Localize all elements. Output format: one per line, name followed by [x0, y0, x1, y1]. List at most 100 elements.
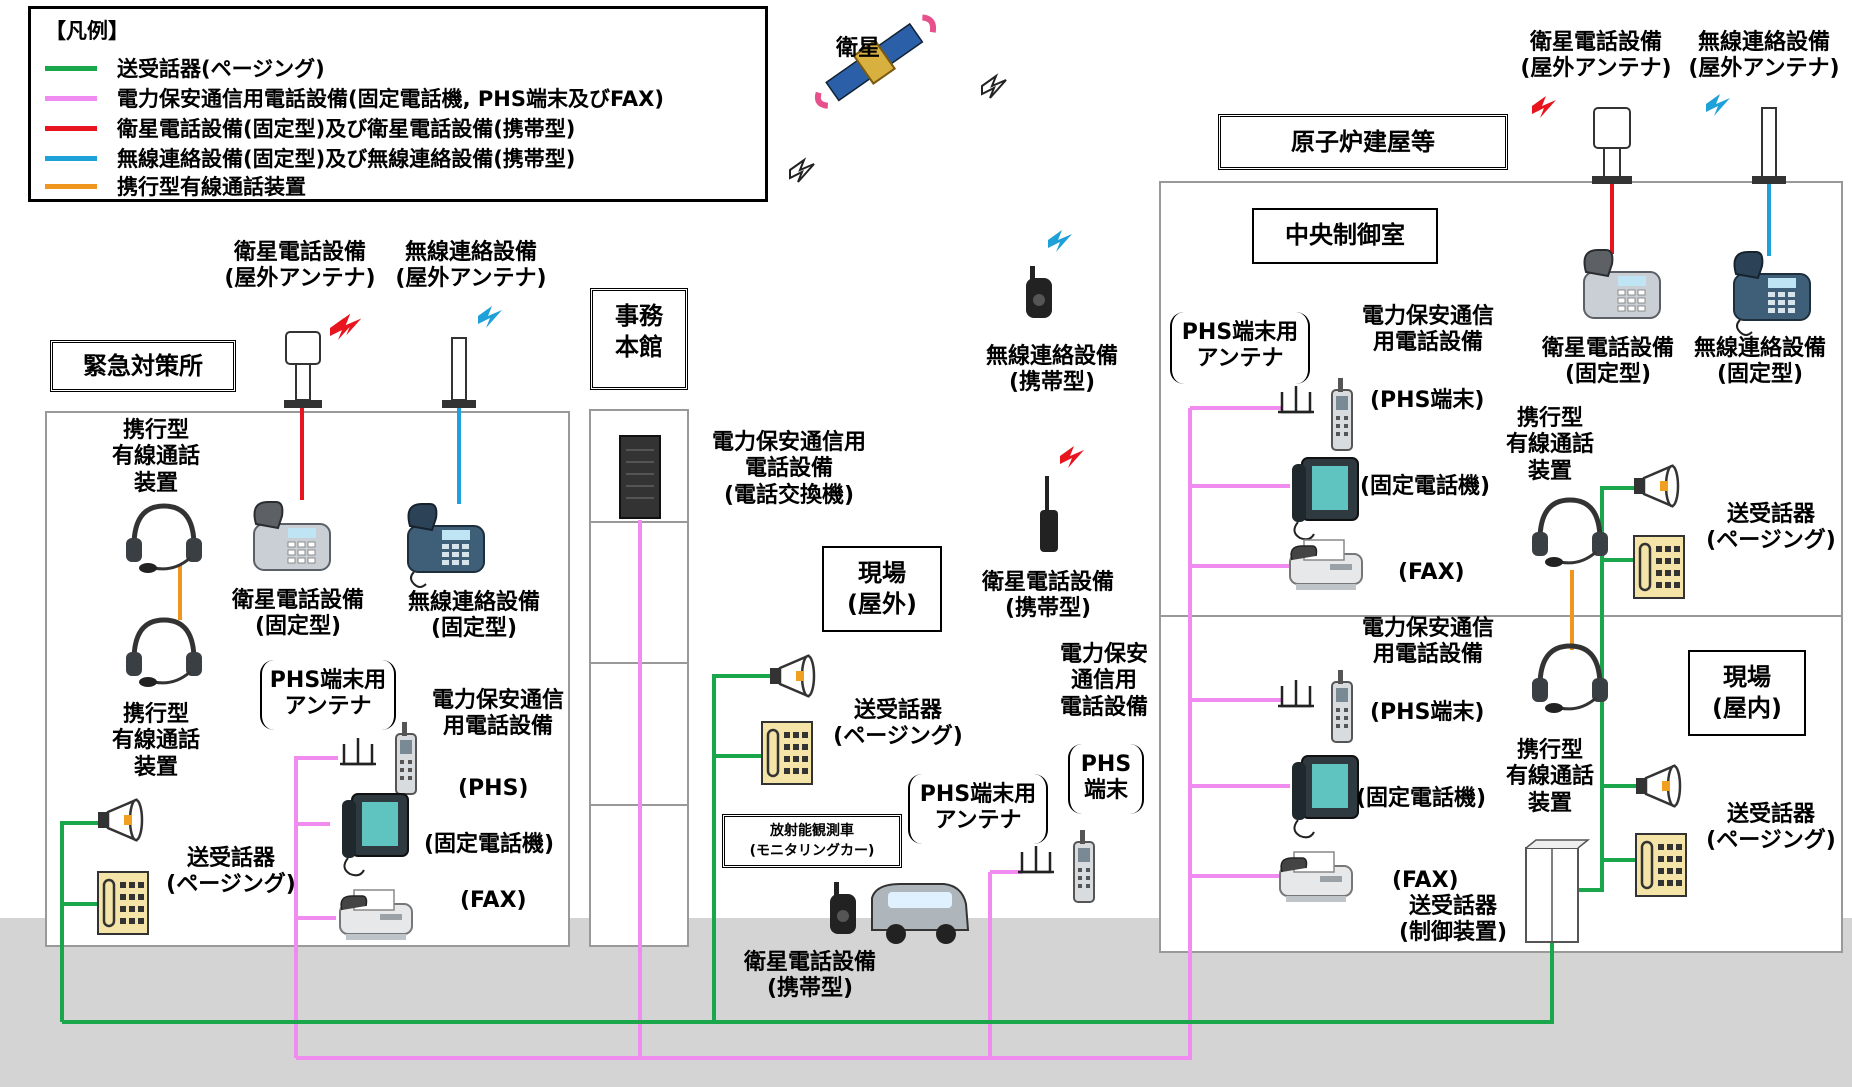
legend-label: 無線連絡設備(固定型)及び無線連絡設備(携帯型) [117, 147, 576, 171]
legend: 【凡例】 送受話器(ページング) 電力保安通信用電話設備(固定電話機, PHS端… [28, 6, 768, 202]
control-room-box: 中央制御室 [1252, 208, 1438, 264]
paging-handset-icon [96, 870, 150, 936]
reactor-sat-antenna [1592, 107, 1632, 254]
car-sat-label: 衛星電話設備(携帯型) [730, 950, 890, 1003]
exchange-label: 電力保安通信用電話設備(電話交換機) [694, 430, 884, 509]
label-line: (携帯型) [766, 976, 854, 1002]
radio-phone-label: 無線連絡設備(固定型) [1680, 336, 1840, 389]
paging-label: 送受話器(ページング) [1696, 502, 1846, 555]
legend-item-radio: 無線連絡設備(固定型)及び無線連絡設備(携帯型) [45, 143, 575, 173]
label-line: 携行型 [122, 702, 189, 727]
monitoring-car-box: 放射能観測車(モニタリングカー) [722, 814, 902, 868]
label-line: (ページング) [1706, 528, 1836, 554]
label-line: 用電話設備 [442, 714, 553, 740]
label-line: PHS端末用 [919, 782, 1037, 807]
emergency-facility-box: 緊急対策所 [50, 340, 236, 392]
sat-phone-label: 衛星電話設備(固定型) [1526, 336, 1690, 389]
label-line: 電話設備 [744, 456, 833, 482]
field-outdoor-box: 現場(屋外) [822, 546, 942, 632]
label-line: 装置 [133, 754, 178, 780]
satellite-icon [814, 14, 937, 109]
label-line: 装置 [1527, 458, 1572, 484]
label-line: 有線通話 [1505, 764, 1594, 790]
label-line: 装置 [1527, 790, 1572, 816]
phs-antenna-label: PHS端末用アンテナ [914, 782, 1042, 835]
sat-portable-label: 衛星電話設備(携帯型) [968, 570, 1128, 623]
legend-label: 衛星電話設備(固定型)及び衛星電話設備(携帯型) [117, 117, 576, 141]
label-line: (固定型) [254, 614, 342, 640]
satellite-label: 衛星 [836, 36, 881, 61]
legend-swatch [45, 95, 97, 101]
paging-handset-icon [1632, 534, 1686, 600]
label-line: アンテナ [934, 808, 1022, 834]
sat-phone-label: 衛星電話設備(固定型) [218, 588, 378, 641]
label-line: 無線連絡設備 [407, 590, 540, 615]
fax-label: (FAX) [1398, 560, 1465, 585]
label-line: 用電話設備 [1372, 330, 1483, 356]
label-line: 無線連絡設備 [1697, 30, 1830, 55]
label-line: 衛星電話設備 [231, 588, 364, 613]
label-line: 衛星電話設備 [743, 950, 876, 975]
legend-swatch [45, 155, 97, 161]
label-line: (携帯型) [1008, 370, 1096, 396]
monitoring-car-icon [871, 883, 970, 944]
fax-label: (FAX) [1392, 868, 1459, 893]
phs-label: (PHS端末) [1370, 700, 1485, 725]
emergency-radio-antenna-label: 無線連絡設備(屋外アンテナ) [390, 240, 552, 293]
office-building-box: 事務本館 [590, 288, 688, 390]
phs-handset-icon [1073, 829, 1095, 903]
exchange-server-icon [619, 435, 661, 519]
legend-swatch [45, 65, 97, 71]
label-line: アンテナ [1196, 346, 1284, 372]
label-line: (制御装置) [1398, 920, 1508, 946]
label-line: 送受話器 [1726, 502, 1815, 527]
phs-bracket [1068, 744, 1144, 814]
reactor-radio-antenna-label: 無線連絡設備(屋外アンテナ) [1682, 30, 1846, 83]
radio-signal-icon [1706, 94, 1730, 116]
label-line: 無線連絡設備 [404, 240, 537, 265]
radio-phone-label: 無線連絡設備(固定型) [394, 590, 554, 643]
label-line: 電力保安通信 [1361, 616, 1494, 641]
phs-antenna-bracket [1170, 312, 1310, 384]
fax-label: (FAX) [460, 888, 527, 913]
label-line: 事務 [615, 302, 663, 330]
label-line: (固定型) [1564, 362, 1652, 388]
signal-icon [789, 159, 815, 183]
label-line: (屋外アンテナ) [395, 266, 547, 292]
reactor-radio-antenna [1752, 107, 1786, 256]
label-line: (携帯型) [1004, 596, 1092, 622]
phs-antenna-icon [1016, 844, 1056, 874]
legend-label: 電力保安通信用電話設備(固定電話機, PHS端末及びFAX) [117, 87, 664, 111]
legend-label: 送受話器(ページング) [117, 57, 325, 81]
label-line: (固定型) [1716, 362, 1804, 388]
label-line: (固定型) [430, 616, 518, 642]
phs-label: (PHS) [458, 776, 529, 801]
emergency-sat-antenna-label: 衛星電話設備(屋外アンテナ) [208, 240, 392, 293]
paging-handset-icon [760, 720, 814, 786]
emergency-radio-antenna [442, 337, 476, 504]
label-line: 電力保安通信 [1361, 304, 1494, 329]
label-line: 通信用 [1070, 668, 1137, 694]
walkie-talkie-icon [1026, 266, 1052, 318]
label-line: 現場 [1723, 663, 1771, 691]
label-line: 電話設備 [1059, 694, 1148, 720]
fixed-phone-label: (固定電話機) [1356, 786, 1487, 811]
label-line: 送受話器 [186, 846, 275, 871]
label-line: 衛星電話設備 [233, 240, 366, 265]
signal-icon [981, 75, 1007, 99]
paging-label: 送受話器(ページング) [156, 846, 306, 899]
field-indoor-box: 現場 (屋内) [1688, 650, 1806, 736]
controller-label: 送受話器(制御装置) [1388, 894, 1518, 947]
legend-item-portable-wired: 携行型有線通話装置 [45, 171, 306, 201]
portable-wired-label: 携行型有線通話装置 [1490, 406, 1610, 485]
label-line: 有線通話 [111, 444, 200, 470]
label-line: 送受話器 [1408, 894, 1497, 919]
label-line: (屋外アンテナ) [224, 266, 376, 292]
label-line: (屋内) [1712, 694, 1782, 723]
label-line: PHS [1080, 752, 1132, 777]
radio-signal-icon [478, 306, 502, 328]
power-comm-label: 電力保安通信用電話設備 [1048, 642, 1160, 721]
